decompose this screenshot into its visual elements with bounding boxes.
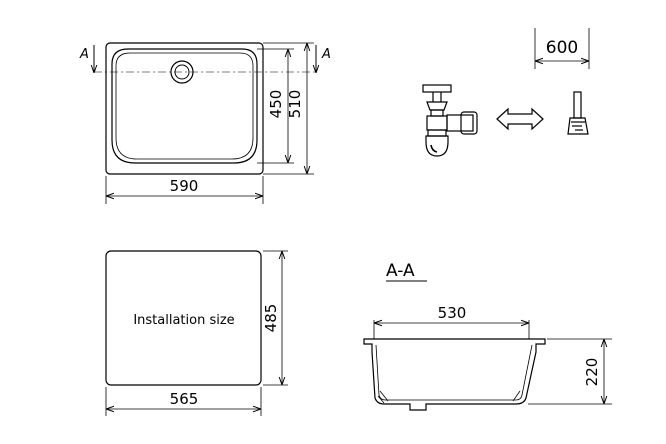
dimension-depth-510-label: 510	[286, 90, 304, 119]
dimension-depth-450-label: 450	[267, 90, 285, 119]
sink-section-profile	[363, 338, 546, 411]
cabinet-fitting-icon	[567, 91, 589, 135]
dimension-cutout-485	[263, 250, 288, 386]
sink-outer-rim	[105, 42, 264, 175]
dimension-cutout-565	[105, 387, 262, 416]
section-title: A-A	[386, 261, 415, 281]
dimension-width-590-label: 590	[170, 177, 199, 195]
dimension-section-220-label: 220	[583, 358, 601, 387]
dimension-section-530-label: 530	[438, 304, 467, 322]
dimension-cabinet-600	[534, 28, 590, 69]
dimension-cutout-485-label: 485	[262, 304, 280, 333]
section-marker-left: A	[79, 45, 94, 73]
installation-size-label: Installation size	[133, 313, 234, 328]
siphon-icon	[422, 84, 478, 157]
section-marker-left-label: A	[79, 47, 89, 62]
dimension-section-530	[373, 320, 530, 339]
installation-cutout-outline	[105, 250, 262, 386]
sink-top-view	[94, 42, 316, 175]
sink-bowl-inner-outline	[115, 52, 254, 160]
section-marker-right: A	[316, 45, 331, 73]
sink-bowl-outline	[111, 48, 258, 164]
dimension-depth-450	[257, 48, 294, 164]
section-marker-right-label: A	[321, 47, 331, 62]
exchange-double-arrow-icon	[496, 107, 544, 131]
dimension-width-590	[105, 176, 264, 204]
dimension-cutout-565-label: 565	[170, 390, 199, 408]
dimension-section-220	[528, 338, 612, 405]
dimension-cabinet-600-label: 600	[546, 38, 578, 58]
dimension-depth-510	[263, 42, 314, 175]
